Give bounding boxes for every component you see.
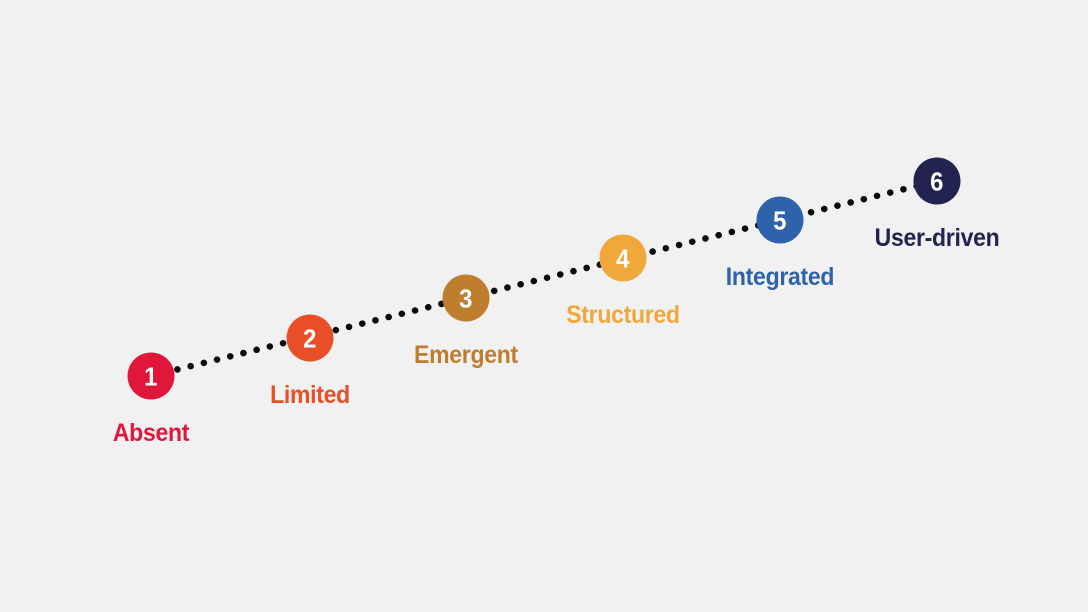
- milestone-circle-1: 1: [127, 352, 175, 400]
- milestone-label: Limited: [270, 381, 350, 409]
- milestone-label: Emergent: [414, 341, 518, 369]
- milestone-label: Structured: [566, 301, 680, 329]
- milestone-number: 5: [773, 205, 787, 235]
- milestone-circle-6: 6: [913, 157, 961, 205]
- milestone-label: Absent: [112, 419, 190, 447]
- milestone-number: 1: [144, 361, 158, 391]
- trend-line-path: [147, 177, 941, 380]
- milestone-circle-4: 4: [599, 234, 647, 282]
- milestone-label: Integrated: [725, 263, 835, 291]
- milestone-circle-3: 3: [442, 274, 490, 322]
- milestone-number: 2: [303, 323, 317, 353]
- milestone-number: 6: [930, 166, 944, 196]
- milestone-number: 4: [616, 243, 630, 273]
- milestone-circle-2: 2: [286, 314, 334, 362]
- milestone-circle-5: 5: [756, 196, 804, 244]
- milestone-label: User-driven: [874, 224, 1000, 252]
- milestone-number: 3: [459, 283, 473, 313]
